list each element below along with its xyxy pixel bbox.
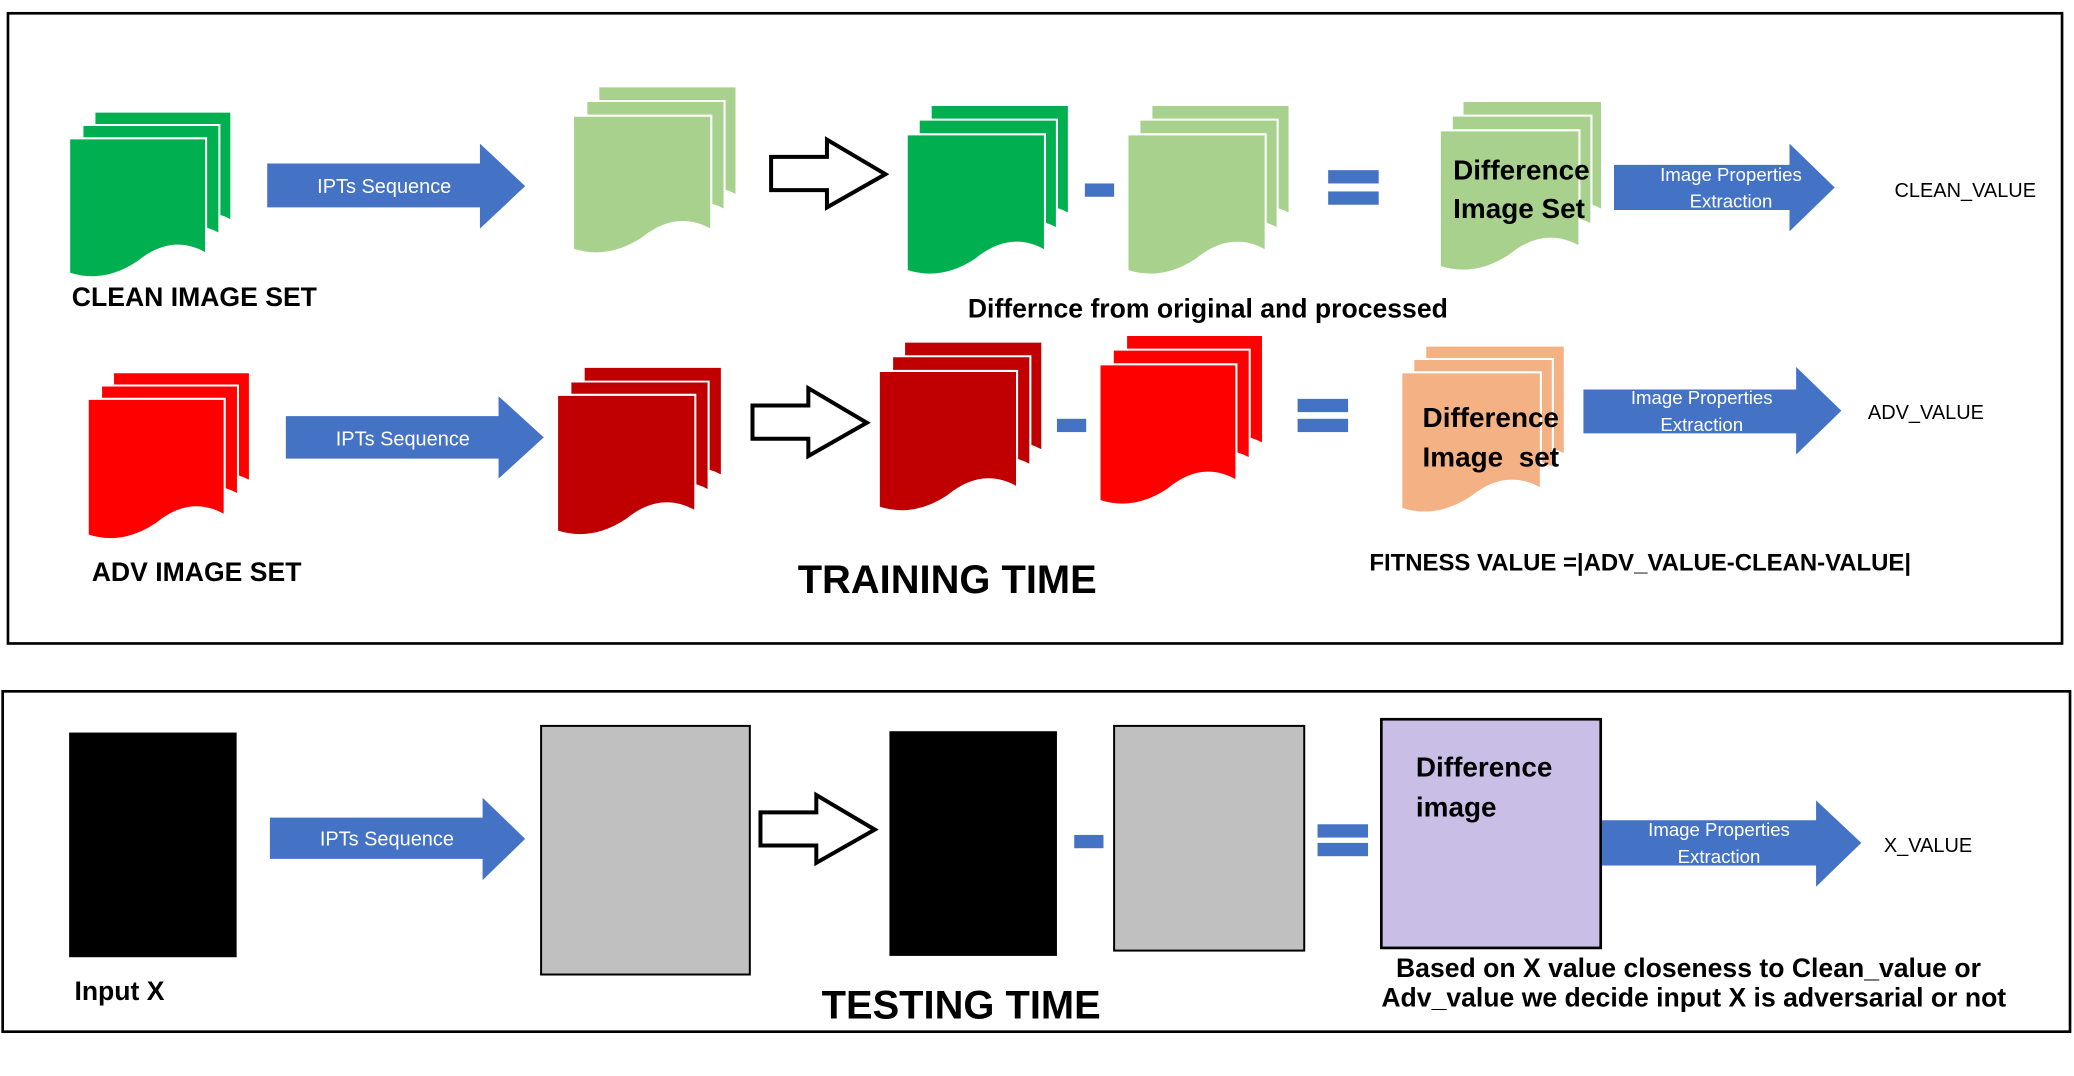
training-panel: [6, 11, 2064, 645]
adv-set-label: ADV IMAGE SET: [92, 557, 302, 587]
test-difference-image: [1380, 717, 1603, 950]
test-minus-sign: [1074, 834, 1104, 849]
test-ipt-arrow: [269, 797, 526, 881]
decision-line-1: Based on X value closeness to Clean_valu…: [1396, 953, 1981, 983]
adv-ipt-arrow: [285, 396, 544, 479]
testing-panel: [1, 690, 2072, 1034]
clean-output-value: CLEAN_VALUE: [1895, 180, 2036, 202]
clean-extract-arrow: [1614, 143, 1835, 232]
test-processed-image: [540, 724, 751, 976]
clean-processed-stack: [571, 85, 738, 255]
clean-image-stack: [68, 110, 233, 279]
test-extract-label-1: Image Properties: [1648, 819, 1790, 840]
decision-line-2: Adv_value we decide input X is adversari…: [1381, 982, 2006, 1012]
clean-difference-stack: [1438, 99, 1604, 272]
adv-processed-stack: [555, 365, 723, 537]
adv-diff-label-1: Difference: [1423, 402, 1559, 433]
test-output-value: X_VALUE: [1884, 835, 1972, 857]
testing-title: TESTING TIME: [822, 983, 1101, 1027]
adv-ipt-label: IPTs Sequence: [336, 428, 470, 450]
input-x-image: [69, 732, 237, 958]
clean-diff-label-2: Image Set: [1453, 193, 1585, 224]
clean-caption: Differnce from original and processed: [968, 294, 1448, 324]
adv-red-stack-2: [1098, 334, 1265, 506]
adv-diff-label-2: Image set: [1423, 442, 1560, 473]
adv-hollow-arrow: [750, 384, 871, 460]
clean-equals-sign: [1328, 170, 1379, 205]
clean-extract-label-2: Extraction: [1690, 190, 1773, 211]
clean-set-label: CLEAN IMAGE SET: [72, 282, 317, 312]
test-extract-label-2: Extraction: [1678, 846, 1761, 867]
clean-extract-label-1: Image Properties: [1660, 164, 1802, 185]
clean-ipt-label: IPTs Sequence: [317, 176, 451, 198]
adv-output-value: ADV_VALUE: [1868, 402, 1984, 424]
adv-extract-label-1: Image Properties: [1631, 387, 1773, 408]
clean-processed-stack-2: [1126, 103, 1291, 276]
training-title: TRAINING TIME: [798, 558, 1097, 602]
test-diff-label-2: image: [1416, 791, 1497, 822]
test-processed-image-2: [1113, 724, 1306, 952]
adv-original-stack: [877, 340, 1044, 513]
test-equals-sign: [1317, 824, 1369, 857]
adv-equals-sign: [1297, 398, 1349, 433]
clean-hollow-arrow: [769, 136, 890, 211]
clean-original-stack: [905, 103, 1070, 276]
fitness-value: FITNESS VALUE =|ADV_VALUE-CLEAN-VALUE|: [1369, 549, 1911, 576]
test-ipt-label: IPTs Sequence: [320, 829, 454, 851]
adv-image-stack: [86, 371, 251, 541]
test-diff-label-1: Difference: [1416, 751, 1552, 782]
test-hollow-arrow: [758, 791, 879, 867]
adv-extract-arrow: [1583, 366, 1842, 455]
adv-extract-label-2: Extraction: [1660, 414, 1743, 435]
clean-minus-sign: [1084, 183, 1115, 197]
test-original-image: [889, 731, 1057, 956]
input-x-label: Input X: [74, 976, 164, 1006]
test-extract-arrow: [1602, 800, 1862, 887]
clean-diff-label-1: Difference: [1453, 154, 1589, 185]
adv-minus-sign: [1056, 418, 1087, 433]
